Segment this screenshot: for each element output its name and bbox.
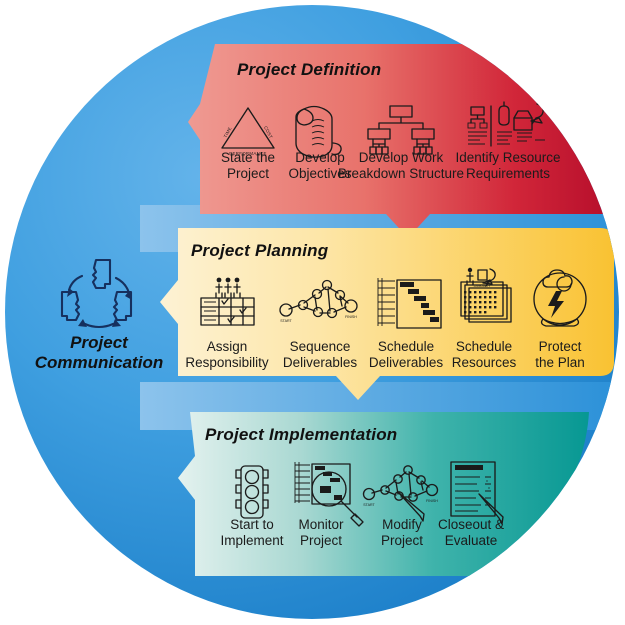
report-card-title: REPORT CARD: [456, 466, 482, 470]
item-label-schedule-deliv-l1: Schedule: [378, 339, 434, 354]
band-title-implementation: Project Implementation: [205, 425, 397, 444]
item-label-protect-plan-l1: Protect: [539, 339, 582, 354]
band-shape-definition: [188, 44, 607, 238]
triangle-label-cost: COST: [263, 125, 274, 139]
band-project-definition[interactable]: Project Definition TIME COST PERFORMANCE…: [188, 44, 607, 238]
item-label-schedule-res-l1: Schedule: [456, 339, 512, 354]
item-label-start-implement-l2: Implement: [220, 533, 283, 548]
item-label-monitor-project-l1: Monitor: [298, 517, 344, 532]
band-project-implementation[interactable]: Project Implementation Start to Implemen…: [178, 412, 589, 576]
item-label-modify-project-l2: Project: [381, 533, 423, 548]
icon-crystal-ball-storm-icon: [533, 269, 587, 327]
item-label-develop-objectives-l2: Objectives: [288, 166, 351, 181]
triangle-label-performance: PERFORMANCE: [229, 151, 266, 156]
item-label-monitor-project-l2: Project: [300, 533, 342, 548]
network-pencil-label-start: START: [363, 503, 375, 507]
project-communication-block[interactable]: Project Communication: [35, 258, 163, 372]
item-label-state-the-project-l1: State the: [221, 150, 275, 165]
icon-three-heads-communication-icon: [60, 258, 133, 329]
icon-work-breakdown-structure-icon: [367, 105, 435, 155]
item-label-sequence-deliv-l1: Sequence: [290, 339, 351, 354]
item-label-closeout-eval-l2: Evaluate: [445, 533, 498, 548]
item-label-schedule-deliv-l2: Deliverables: [369, 355, 444, 370]
band-title-planning: Project Planning: [191, 241, 329, 260]
calendar-label-january: JANUARY: [474, 284, 491, 288]
icon-network-pencil-icon: START FINISH: [362, 465, 438, 522]
band-shape-planning: [160, 228, 614, 400]
item-label-wbs-l2: Breakdown Structure: [338, 166, 464, 181]
icon-network-diagram-icon: START FINISH: [279, 279, 358, 323]
item-label-start-implement-l1: Start to: [230, 517, 274, 532]
band-title-definition: Project Definition: [237, 60, 381, 79]
icon-resource-checklist-icon: [467, 101, 545, 147]
triangle-label-time: TIME: [223, 126, 233, 139]
icon-responsibility-matrix-icon: [200, 277, 255, 326]
item-label-resource-req-l2: Requirements: [466, 166, 550, 181]
item-label-develop-objectives-l1: Develop: [295, 150, 345, 165]
communication-label-line1: Project: [70, 333, 129, 352]
icon-gantt-chart-icon: [377, 278, 442, 329]
item-label-protect-plan-l2: the Plan: [535, 355, 585, 370]
icon-calendar-stack-icon: JANUARY: [460, 267, 512, 323]
icon-scroll-document-icon: [295, 105, 342, 158]
icon-report-card-icon: REPORT CARD: [450, 461, 504, 525]
communication-label-line2: Communication: [35, 353, 163, 372]
item-label-closeout-eval-l1: Closeout &: [438, 517, 504, 532]
item-label-assign-resp-l2: Responsibility: [185, 355, 269, 370]
item-label-resource-req-l1: Identify Resource: [455, 150, 560, 165]
band-project-planning[interactable]: Project Planning Assign Responsibility: [160, 228, 614, 400]
item-label-schedule-res-l2: Resources: [452, 355, 517, 370]
network-label-start: START: [280, 319, 292, 323]
icon-triangle-constraints-icon: TIME COST PERFORMANCE: [221, 107, 275, 156]
item-label-sequence-deliv-l2: Deliverables: [283, 355, 358, 370]
item-label-modify-project-l1: Modify: [382, 517, 422, 532]
item-label-wbs-l1: Develop Work: [359, 150, 444, 165]
network-label-finish: FINISH: [345, 315, 357, 319]
item-label-assign-resp-l1: Assign: [207, 339, 248, 354]
icon-traffic-light-icon: [235, 465, 269, 519]
item-label-state-the-project-l2: Project: [227, 166, 269, 181]
icon-magnifying-gantt-icon: [294, 462, 364, 527]
network-pencil-label-finish: FINISH: [426, 499, 438, 503]
